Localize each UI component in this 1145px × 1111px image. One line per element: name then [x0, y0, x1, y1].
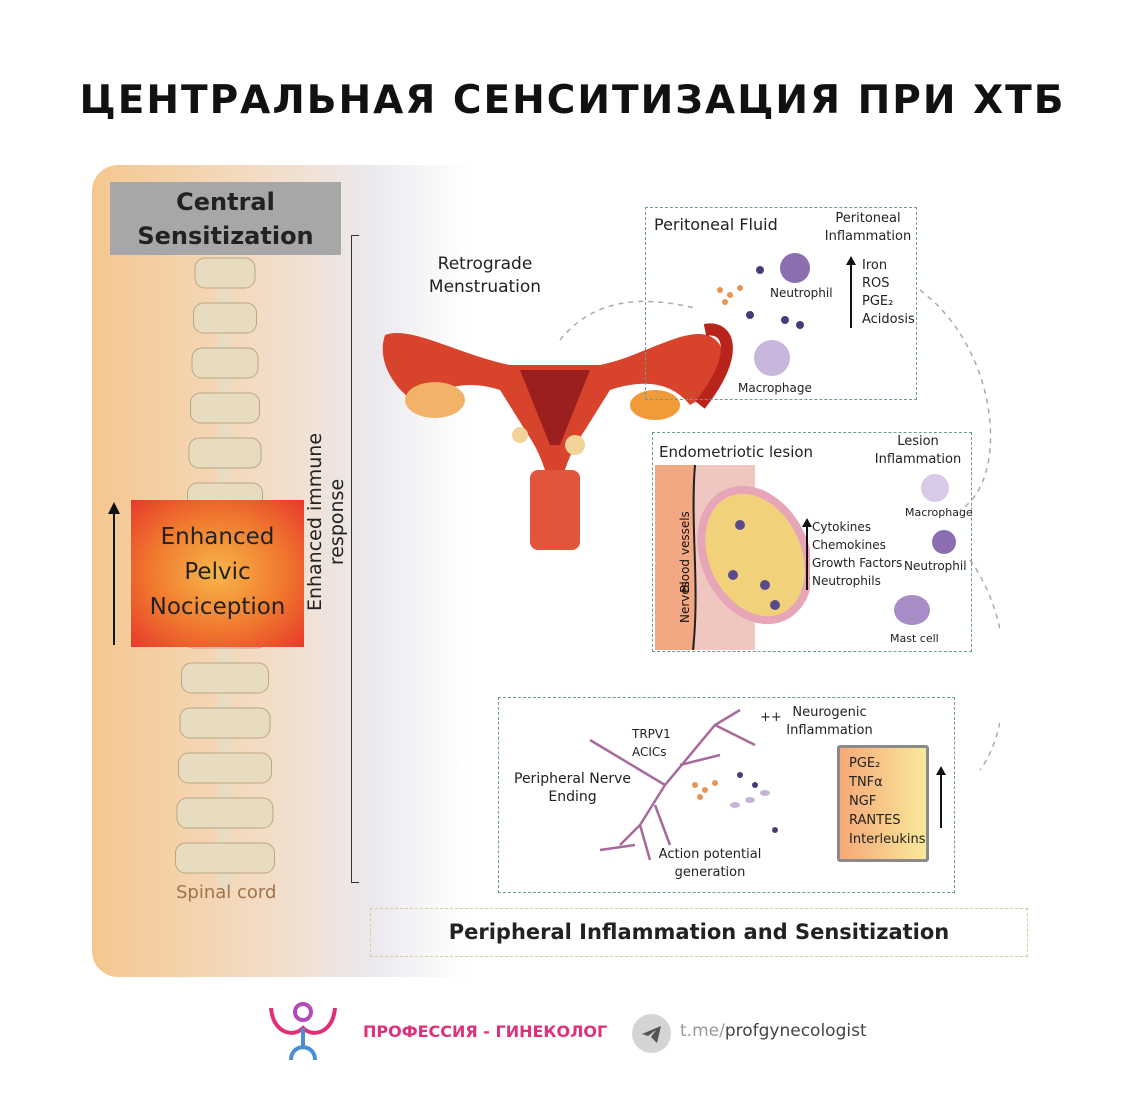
vertebra [179, 707, 271, 739]
label-line: Menstruation [428, 277, 542, 297]
peritoneal-factors: Iron ROS PGE₂ Acidosis [862, 257, 915, 329]
box-line: Enhanced [160, 524, 275, 550]
peritoneal-inflammation-label: Peritoneal Inflammation [818, 210, 918, 246]
label-line: Inflammation [786, 723, 873, 738]
up-arrow-icon [108, 502, 120, 645]
mediators-box: PGE₂ TNFα NGF RANTES Interleukins [837, 745, 929, 862]
label-line: Retrograde [437, 254, 533, 274]
mediator: RANTES [849, 813, 901, 828]
label-line: Peritoneal [835, 211, 901, 226]
action-potential-label: Action potential generation [655, 846, 765, 882]
uterus-illustration [382, 323, 733, 550]
vertebra [193, 302, 257, 334]
spinal-cord-label: Spinal cord [176, 882, 277, 903]
telegram-icon[interactable] [632, 1014, 671, 1053]
trpv1-label: TRPV1 [632, 727, 671, 741]
header-line: Central [176, 188, 275, 216]
bracket-line [351, 235, 359, 883]
factor: Growth Factors [812, 556, 903, 570]
peritoneal-cells [717, 253, 810, 376]
vertebra [178, 752, 272, 784]
label-line: generation [674, 865, 746, 880]
lesion-inflammation-label: Lesion Inflammation [868, 433, 968, 469]
label-line: Ending [548, 789, 597, 805]
brand-name: ПРОФЕССИЯ - ГИНЕКОЛОГ [363, 1022, 608, 1041]
endometriotic-lesion-title: Endometriotic lesion [659, 443, 814, 461]
mediator: PGE₂ [849, 756, 881, 771]
box-line: Pelvic [184, 559, 251, 585]
macrophage-label: Macrophage [738, 381, 812, 395]
retrograde-menstruation-label: Retrograde Menstruation [420, 253, 550, 299]
factor: Neutrophils [812, 574, 881, 588]
plus-label: ++ [760, 710, 782, 725]
enhanced-immune-response-label: Enhanced immune response [304, 432, 348, 612]
mediator-cells [692, 772, 778, 833]
vertebra [190, 392, 260, 424]
enhanced-pelvic-nociception-box: Enhanced Pelvic Nociception [131, 500, 304, 647]
factor: Chemokines [812, 538, 886, 552]
brand-logo-icon [269, 1002, 337, 1061]
label-line: Inflammation [874, 452, 962, 467]
mediator: Interleukins [849, 832, 926, 847]
header-line: Sensitization [137, 222, 314, 250]
up-arrow-icon [802, 518, 812, 590]
acics-label: ACICs [632, 745, 667, 759]
link-handle: profgynecologist [724, 1021, 867, 1041]
mediator: NGF [849, 794, 877, 809]
label-line: Lesion [897, 434, 939, 449]
label-line: Action potential [658, 847, 762, 862]
vertebra [181, 662, 269, 694]
macrophage-label: Macrophage [905, 506, 973, 519]
dashed-arrows [559, 289, 1000, 771]
receptors-label: TRPV1 ACICs [632, 725, 671, 761]
page-title: ЦЕНТРАЛЬНАЯ СЕНСИТИЗАЦИЯ ПРИ ХТБ [79, 78, 1066, 123]
vertebra [175, 842, 275, 874]
nerve-ending-illustration [589, 708, 756, 861]
vertebra [176, 797, 274, 829]
mediator: TNFα [849, 775, 883, 790]
factor: Iron [862, 258, 888, 273]
neutrophil-label: Neutrophil [904, 559, 967, 573]
link-prefix: t.me/ [680, 1021, 725, 1041]
bottom-title: Peripheral Inflammation and Sensitizatio… [370, 908, 1028, 957]
lesion-illustration [655, 465, 810, 650]
vertebra [191, 347, 259, 379]
label-line: Neurogenic [792, 705, 867, 720]
telegram-link[interactable]: t.me/profgynecologist [680, 1022, 867, 1040]
lesion-cells [894, 474, 956, 625]
mast-cell-label: Mast cell [890, 632, 939, 645]
factor: Acidosis [862, 312, 915, 327]
peritoneal-fluid-title: Peritoneal Fluid [654, 215, 778, 234]
endometriotic-lesion-box [652, 432, 972, 652]
neurogenic-inflammation-label: Neurogenic Inflammation [782, 704, 877, 740]
neutrophil-label: Neutrophil [770, 286, 833, 300]
peripheral-nerve-ending-label: Peripheral Nerve Ending [510, 770, 635, 806]
box-line: Nociception [149, 594, 286, 620]
factor: ROS [862, 276, 890, 291]
factor: Cytokines [812, 520, 872, 534]
label-line: Inflammation [824, 229, 912, 244]
neurogenic-inflammation-box [498, 697, 955, 893]
vertebra [188, 437, 262, 469]
up-arrow-icon [846, 256, 856, 328]
label-line: Peripheral Nerve [514, 771, 631, 787]
central-sensitization-header: Central Sensitization [110, 182, 341, 255]
up-arrow-icon [936, 766, 946, 828]
peritoneal-fluid-box [645, 207, 917, 400]
factor: PGE₂ [862, 294, 894, 309]
vertebra [194, 257, 256, 289]
lesion-factors: Cytokines Chemokines Growth Factors Neut… [812, 518, 902, 590]
nerves-label: Nerves [678, 580, 692, 624]
